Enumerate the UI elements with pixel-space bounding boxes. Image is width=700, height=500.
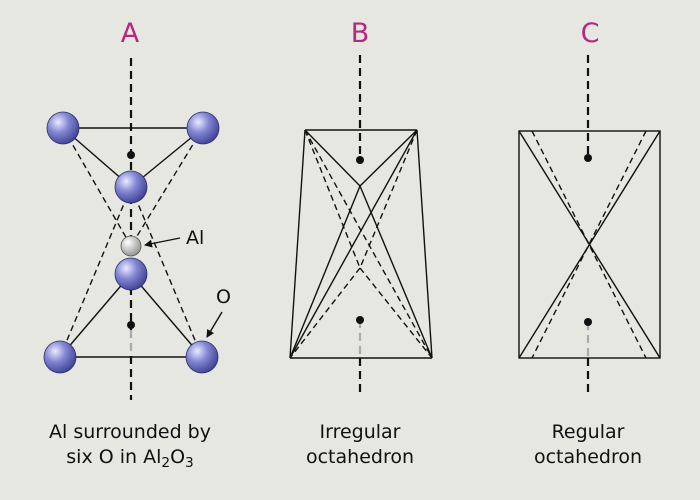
panel-letter-b: B bbox=[351, 18, 370, 49]
formula-oxygen: O bbox=[170, 446, 186, 468]
aluminium-atom bbox=[120, 235, 142, 257]
caption-b: Irregular octahedron bbox=[250, 420, 470, 470]
dashed-edge-b bbox=[289, 267, 361, 359]
edge-b bbox=[359, 129, 418, 187]
oxygen-label: O bbox=[216, 286, 231, 308]
center-dot bbox=[127, 151, 135, 159]
oxygen-atom bbox=[186, 111, 220, 145]
caption-b-line1: Irregular bbox=[319, 421, 401, 443]
dashed-edge-b bbox=[359, 267, 433, 359]
dashed-edge-b bbox=[304, 129, 433, 359]
formula-subscript-2: 2 bbox=[161, 455, 171, 472]
panel-letter-c: C bbox=[581, 18, 600, 49]
caption-c-line2: octahedron bbox=[533, 446, 643, 468]
dashed-edge-c bbox=[531, 130, 647, 359]
bond-bottom-right bbox=[130, 273, 203, 358]
caption-c-line1: Regular bbox=[551, 421, 625, 443]
center-dot bbox=[584, 318, 592, 326]
edge-b bbox=[289, 129, 306, 359]
dashed-edge-b bbox=[359, 129, 418, 269]
caption-a-line1: Al surrounded by bbox=[49, 421, 211, 443]
oxygen-atom bbox=[46, 111, 80, 145]
dashed-edge-a-4 bbox=[130, 186, 203, 358]
dashed-edge-a-2 bbox=[130, 127, 204, 247]
edge-b bbox=[304, 129, 361, 187]
caption-a-text: six O in Al bbox=[66, 446, 162, 468]
edge-c bbox=[518, 130, 661, 359]
caption-c: Regular octahedron bbox=[478, 420, 698, 470]
oxygen-atom bbox=[43, 340, 77, 374]
center-dot bbox=[127, 321, 135, 329]
formula-subscript-3: 3 bbox=[185, 455, 194, 472]
center-dot bbox=[356, 156, 364, 164]
dashed-edge-b bbox=[304, 129, 361, 269]
oxygen-callout-arrow bbox=[206, 311, 223, 338]
edge-b bbox=[289, 129, 418, 359]
caption-a-line2: six O in Al2O3 bbox=[20, 445, 240, 470]
aluminium-label: Al bbox=[186, 227, 204, 249]
panel-b-structure bbox=[289, 55, 433, 397]
edge-b bbox=[416, 129, 433, 359]
bond-bottom-left bbox=[59, 273, 132, 358]
panel-c-structure bbox=[518, 55, 661, 397]
edge-b bbox=[359, 185, 433, 359]
center-dot bbox=[356, 316, 364, 324]
outline-c bbox=[518, 130, 661, 359]
dashed-edge-a-1 bbox=[62, 127, 132, 247]
dashed-edge-c bbox=[531, 130, 647, 359]
oxygen-atom bbox=[114, 170, 148, 204]
center-dot bbox=[584, 154, 592, 162]
edge-b bbox=[289, 185, 361, 359]
panel-letter-a: A bbox=[121, 18, 140, 49]
oxygen-atom bbox=[114, 257, 148, 291]
aluminium-callout-arrow bbox=[144, 237, 181, 248]
caption-b-line2: octahedron bbox=[305, 446, 415, 468]
oxygen-atom bbox=[185, 340, 219, 374]
panel-a-structure bbox=[59, 58, 204, 400]
dashed-edge-a-3 bbox=[59, 186, 132, 358]
caption-a: Al surrounded by six O in Al2O3 bbox=[20, 420, 240, 470]
